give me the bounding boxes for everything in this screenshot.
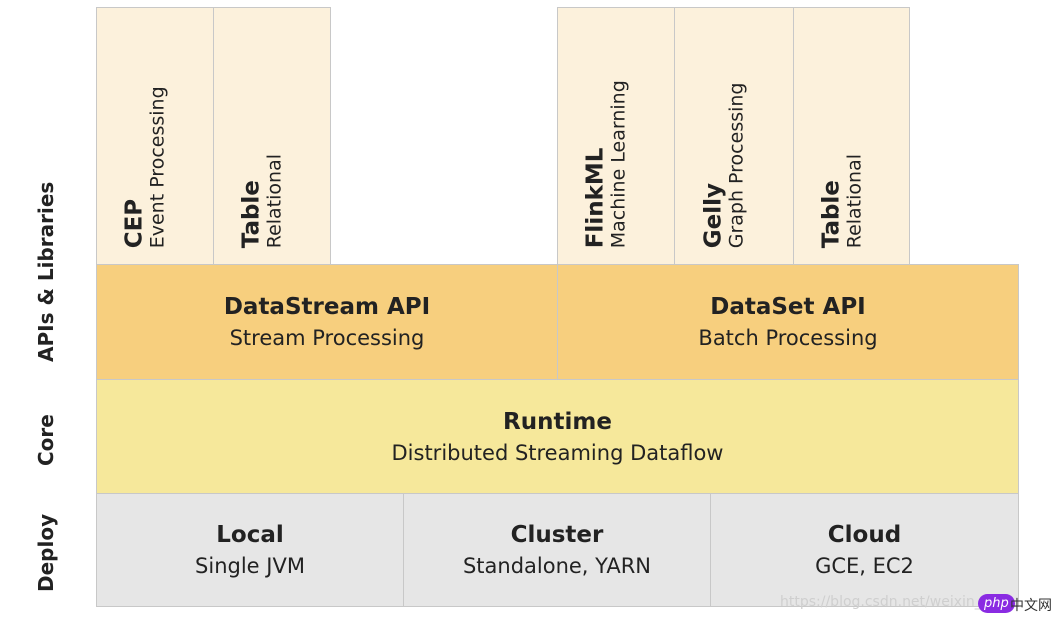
php-logo-suffix: 中文网 xyxy=(1010,598,1052,614)
deploy-local-subtitle: Single JVM xyxy=(195,554,305,578)
runtime-subtitle: Distributed Streaming Dataflow xyxy=(391,440,724,465)
deploy-local-title: Local xyxy=(216,522,284,548)
library-gelly-label: Gelly Graph Processing xyxy=(701,82,749,248)
library-table-stream: Table Relational xyxy=(213,7,331,265)
php-logo: php xyxy=(978,594,1015,613)
runtime-title: Runtime xyxy=(503,408,612,435)
library-cep-label: CEP Event Processing xyxy=(122,86,170,248)
library-cep-subtitle: Event Processing xyxy=(147,86,170,248)
deploy-cloud-subtitle: GCE, EC2 xyxy=(815,554,914,578)
layer-label-core: Core xyxy=(34,414,58,466)
library-table-stream-title: Table xyxy=(238,179,265,248)
deploy-cluster-subtitle: Standalone, YARN xyxy=(462,554,652,578)
library-flinkml-subtitle: Machine Learning xyxy=(608,79,631,248)
deploy-cluster-title: Cluster xyxy=(510,522,604,548)
datastream-api-subtitle: Stream Processing xyxy=(229,326,425,350)
dataset-api-box: DataSet API Batch Processing xyxy=(557,264,1019,380)
library-table-batch-subtitle: Relational xyxy=(843,153,866,248)
datastream-api-title: DataStream API xyxy=(223,294,431,320)
library-table-stream-label: Table Relational xyxy=(239,154,287,248)
library-gelly: Gelly Graph Processing xyxy=(674,7,794,265)
watermark-text: https://blog.csdn.net/weixin_4 xyxy=(780,594,991,610)
library-cep: CEP Event Processing xyxy=(96,7,214,265)
datastream-api-box: DataStream API Stream Processing xyxy=(96,264,558,380)
runtime-box: Runtime Distributed Streaming Dataflow xyxy=(96,379,1019,494)
deploy-cluster-box: Cluster Standalone, YARN xyxy=(403,493,711,607)
library-table-batch-title: Table xyxy=(818,179,845,248)
layer-label-apis: APIs & Libraries xyxy=(34,181,58,362)
layer-label-deploy: Deploy xyxy=(34,513,58,592)
library-flinkml: FlinkML Machine Learning xyxy=(557,7,675,265)
library-table-batch-label: Table Relational xyxy=(818,154,866,248)
deploy-cloud-box: Cloud GCE, EC2 xyxy=(710,493,1019,607)
dataset-api-subtitle: Batch Processing xyxy=(698,326,878,350)
library-flinkml-label: FlinkML Machine Learning xyxy=(583,80,631,248)
deploy-local-box: Local Single JVM xyxy=(96,493,404,607)
library-gelly-title: Gelly xyxy=(700,182,727,248)
deploy-cloud-title: Cloud xyxy=(827,522,902,548)
library-flinkml-title: FlinkML xyxy=(582,147,609,248)
dataset-api-title: DataSet API xyxy=(710,294,866,320)
library-table-batch: Table Relational xyxy=(793,7,910,265)
library-gelly-subtitle: Graph Processing xyxy=(726,82,749,248)
library-table-stream-subtitle: Relational xyxy=(264,153,287,248)
library-cep-title: CEP xyxy=(121,198,148,248)
